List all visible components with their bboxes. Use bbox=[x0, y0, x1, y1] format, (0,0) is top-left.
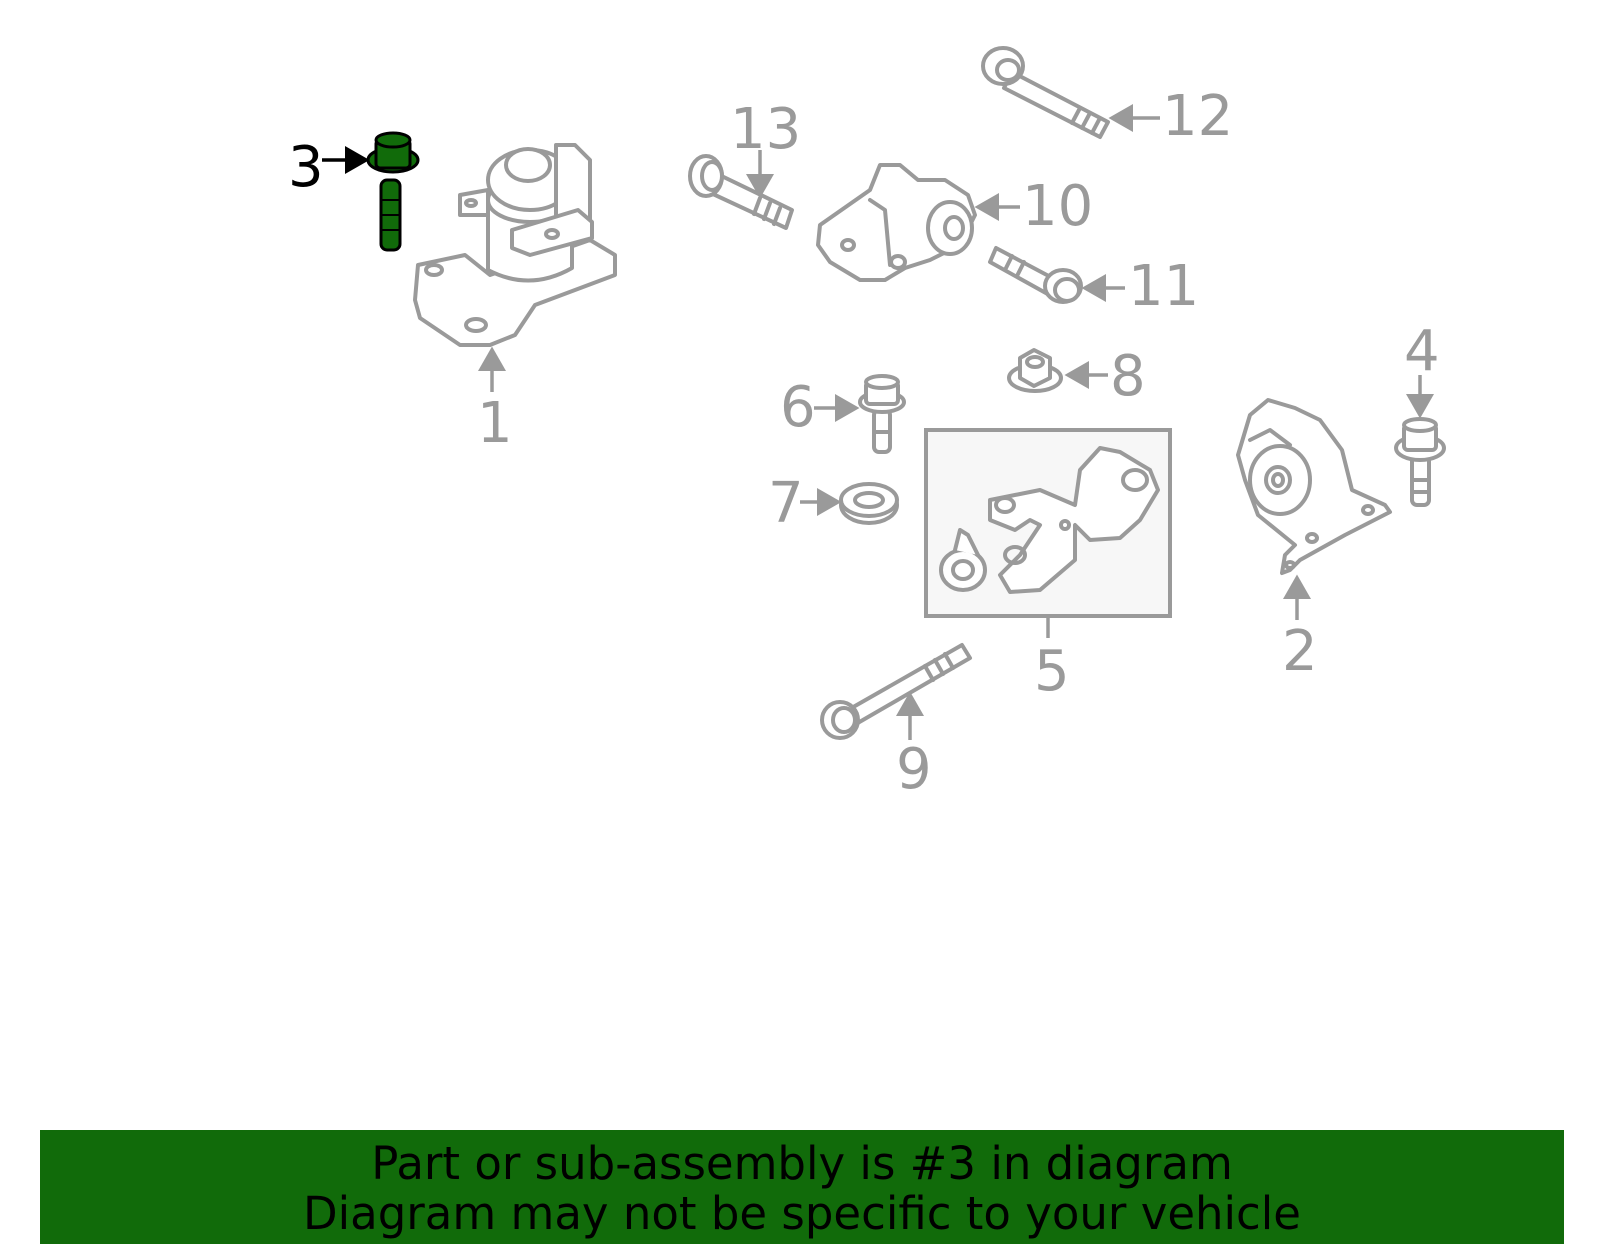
part-6-bolt[interactable] bbox=[858, 374, 906, 454]
part-11-bolt[interactable] bbox=[988, 246, 1083, 304]
info-banner: Part or sub-assembly is #3 in diagram Di… bbox=[40, 1130, 1564, 1244]
banner-line-2: Diagram may not be specific to your vehi… bbox=[303, 1187, 1301, 1240]
part-10-mount[interactable] bbox=[816, 163, 977, 282]
part-12-bolt[interactable] bbox=[981, 46, 1110, 139]
part-1-engine-mount[interactable] bbox=[413, 143, 617, 347]
part-4-bolt[interactable] bbox=[1394, 417, 1446, 507]
callout-12[interactable]: 12 bbox=[1162, 84, 1233, 149]
part-5-bracket-kit[interactable] bbox=[924, 428, 1172, 618]
part-8-nut[interactable] bbox=[1007, 348, 1063, 393]
callout-7[interactable]: 7 bbox=[768, 471, 804, 536]
callout-4[interactable]: 4 bbox=[1404, 319, 1440, 384]
callout-1[interactable]: 1 bbox=[477, 391, 513, 456]
callout-11[interactable]: 11 bbox=[1128, 254, 1199, 319]
callout-6[interactable]: 6 bbox=[780, 375, 816, 440]
part-9-long-bolt[interactable] bbox=[820, 643, 972, 740]
part-13-bolt[interactable] bbox=[688, 154, 794, 230]
callout-3[interactable]: 3 bbox=[288, 135, 324, 200]
callout-13[interactable]: 13 bbox=[730, 97, 801, 162]
callout-10[interactable]: 10 bbox=[1022, 174, 1093, 239]
callout-8[interactable]: 8 bbox=[1110, 344, 1146, 409]
callout-2[interactable]: 2 bbox=[1282, 619, 1318, 684]
callout-9[interactable]: 9 bbox=[896, 737, 932, 802]
part-2-transmission-mount[interactable] bbox=[1236, 398, 1392, 575]
banner-line-1: Part or sub-assembly is #3 in diagram bbox=[371, 1137, 1233, 1190]
part-7-washer[interactable] bbox=[839, 482, 899, 525]
part-3-bolt-highlighted[interactable] bbox=[366, 131, 420, 252]
callout-5[interactable]: 5 bbox=[1034, 639, 1070, 704]
